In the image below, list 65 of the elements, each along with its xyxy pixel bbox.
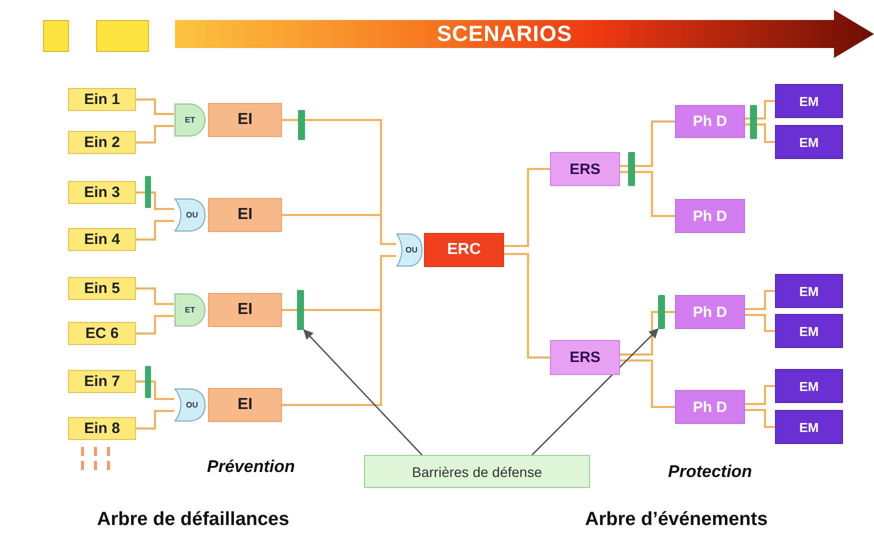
or-gate: OU <box>174 198 206 232</box>
event-box: EI <box>208 388 282 422</box>
event-box: EI <box>208 103 282 137</box>
event-box: Ein 3 <box>68 181 136 204</box>
phenomenon-box: Ph D <box>675 390 745 424</box>
connector-line <box>136 288 174 305</box>
scenario-arrow <box>175 10 874 58</box>
event-box: Ein 1 <box>68 88 136 111</box>
barrier-bar <box>658 295 665 329</box>
connector-line <box>665 311 675 313</box>
critical-event-box: ERC <box>424 233 504 267</box>
connector-line <box>745 100 775 120</box>
leader-arrow <box>303 329 422 456</box>
connector-line <box>282 214 396 245</box>
connector-line <box>136 380 174 400</box>
phenomenon-box: Ph D <box>675 295 745 329</box>
connector-line <box>620 311 658 356</box>
connector-line <box>136 125 174 144</box>
connector-line <box>282 309 297 311</box>
connector-line <box>745 290 775 310</box>
connector-line <box>620 360 675 408</box>
connector-line <box>745 409 775 428</box>
event-box: Ein 5 <box>68 277 136 300</box>
event-box: EC 6 <box>68 322 136 345</box>
event-box: EI <box>208 198 282 232</box>
scenario-label: SCENARIOS <box>436 21 574 47</box>
effect-box: EM <box>775 125 843 159</box>
section-label: Protection <box>668 462 752 482</box>
event-box: ERS <box>550 152 620 186</box>
event-box: Ein 8 <box>68 417 136 440</box>
or-gate: OU <box>174 388 206 422</box>
tree-title: Arbre de défaillances <box>97 509 290 531</box>
effect-box: EM <box>775 314 843 348</box>
connector-line <box>504 253 550 358</box>
effect-box: EM <box>775 274 843 308</box>
connector-line <box>136 410 174 430</box>
connector-line <box>136 192 174 210</box>
connector-line <box>745 314 775 332</box>
connector-line <box>136 220 174 240</box>
event-box: EI <box>208 293 282 327</box>
connector-line <box>745 124 775 143</box>
connector-line <box>136 98 174 115</box>
callout-box: Barrières de défense <box>364 455 590 488</box>
or-gate: OU <box>396 233 423 267</box>
event-box: Ein 4 <box>68 228 136 251</box>
tree-title: Arbre d’événements <box>585 509 768 531</box>
connector-line <box>504 168 550 247</box>
section-label: Prévention <box>207 457 295 477</box>
connector-line <box>620 120 675 167</box>
effect-box: EM <box>775 84 843 118</box>
phenomenon-box: Ph D <box>675 105 745 138</box>
and-gate: ET <box>174 103 206 137</box>
event-box: ERS <box>550 340 620 375</box>
connector-line <box>745 385 775 405</box>
effect-box: EM <box>775 369 843 403</box>
and-gate: ET <box>174 293 206 327</box>
phenomenon-box: Ph D <box>675 199 745 233</box>
effect-box: EM <box>775 410 843 444</box>
event-box: Ein 2 <box>68 131 136 154</box>
event-box: Ein 7 <box>68 370 136 393</box>
connector-line <box>620 171 675 217</box>
barrier-bar <box>297 290 304 330</box>
leader-arrow <box>532 328 659 456</box>
connector-line <box>282 255 396 406</box>
connector-line <box>136 315 174 334</box>
